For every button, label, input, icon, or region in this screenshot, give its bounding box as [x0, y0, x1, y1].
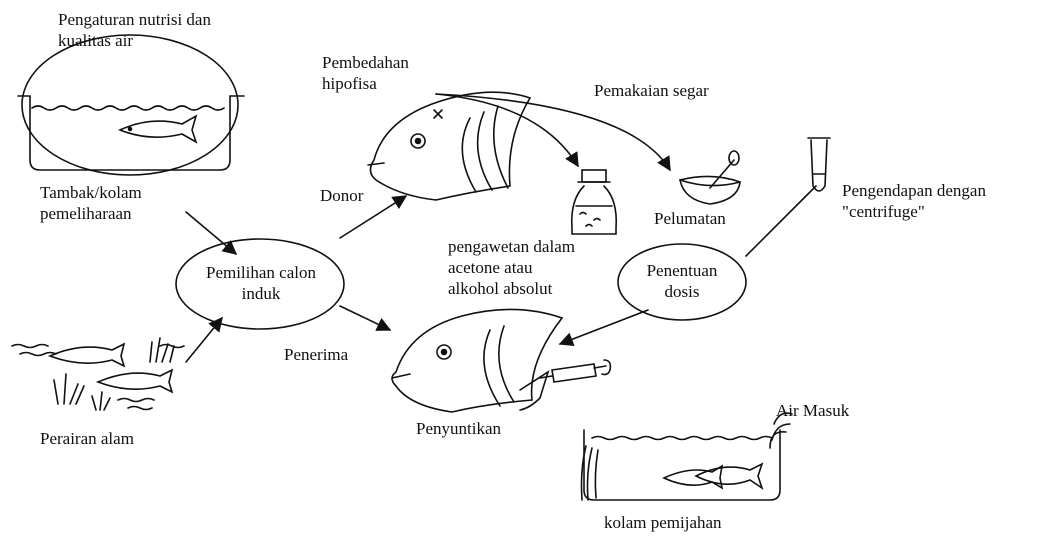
fresh-use-label: Pemakaian segar	[594, 80, 709, 101]
pituitary-label-line2: hipofisa	[322, 73, 377, 94]
syringe-icon	[540, 360, 610, 382]
dosage-line2: dosis	[622, 281, 742, 302]
mortar-pestle-icon	[680, 151, 740, 204]
spawning-pond-label: kolam pemijahan	[604, 512, 722, 533]
nutrition-label-line1: Pengaturan nutrisi dan	[58, 9, 211, 30]
crushing-label: Pelumatan	[654, 208, 726, 229]
preservation-label-line3: alkohol absolut	[448, 278, 552, 299]
nutrition-label-line2: kualitas air	[58, 30, 133, 51]
wild-waters-icon	[12, 338, 184, 410]
selection-text: Pemilihan calon induk	[186, 262, 336, 304]
preservation-label-line2: acetone atau	[448, 257, 532, 278]
pond-label-line1: Tambak/kolam	[40, 182, 142, 203]
pituitary-label-line1: Pembedahan	[322, 52, 409, 73]
pond-label-line2: pemeliharaan	[40, 203, 132, 224]
receiver-fish-head-icon	[392, 309, 562, 412]
receiver-label: Penerima	[284, 344, 348, 365]
dosage-line1: Penentuan	[622, 260, 742, 281]
centrifuge-tube-icon	[808, 138, 830, 191]
injection-label: Penyuntikan	[416, 418, 501, 439]
wild-waters-label: Perairan alam	[40, 428, 134, 449]
rearing-pond-icon	[18, 35, 244, 175]
dosage-text: Penentuan dosis	[622, 260, 742, 302]
donor-label: Donor	[320, 185, 363, 206]
preservation-bottle-icon	[572, 170, 617, 234]
water-in-label: Air Masuk	[776, 400, 849, 421]
selection-line2: induk	[186, 283, 336, 304]
centrifuge-label-line1: Pengendapan dengan	[842, 180, 986, 201]
centrifuge-label-line2: "centrifuge"	[842, 201, 925, 222]
preservation-label-line1: pengawetan dalam	[448, 236, 575, 257]
selection-line1: Pemilihan calon	[186, 262, 336, 283]
spawning-pond-icon	[582, 413, 793, 500]
